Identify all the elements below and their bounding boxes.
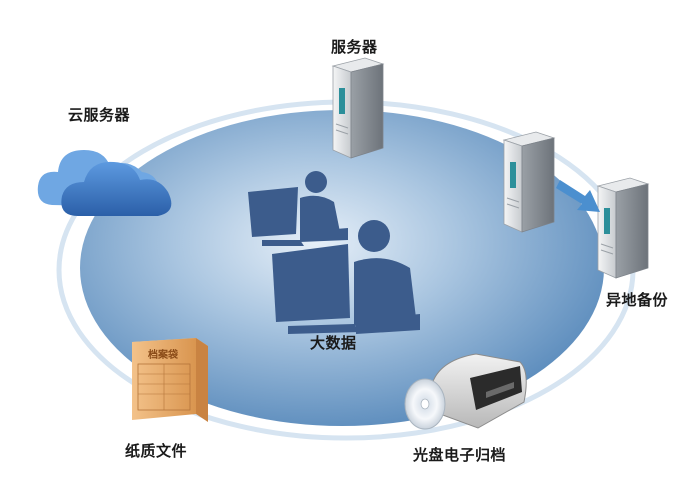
optical-disc-printer-icon (404, 353, 527, 430)
archive-box-icon: 档案袋 (132, 338, 208, 422)
transfer-arrow-icon (556, 180, 600, 212)
label-offsite-backup: 异地备份 (606, 291, 669, 309)
label-server: 服务器 (331, 38, 378, 56)
label-paper-files: 纸质文件 (125, 442, 188, 460)
people-at-computers-icon (248, 171, 420, 334)
archive-box-text: 档案袋 (147, 348, 179, 361)
server-icon (597, 177, 649, 279)
label-optical-archive: 光盘电子归档 (413, 446, 507, 464)
label-big-data: 大数据 (310, 334, 357, 352)
cloud-icon (37, 150, 172, 216)
server-icon (332, 57, 384, 159)
label-cloud-server: 云服务器 (68, 106, 131, 124)
server-icon (503, 131, 555, 233)
